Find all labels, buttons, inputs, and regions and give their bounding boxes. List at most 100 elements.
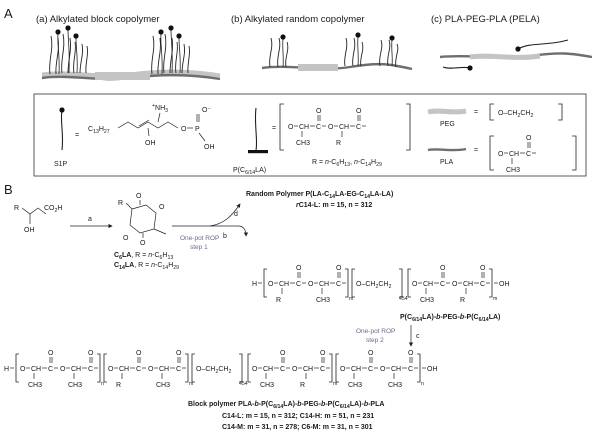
side-group: CH3 (260, 382, 274, 389)
atom-c: C (88, 366, 93, 373)
atom-o: O (380, 366, 386, 373)
atom-o: O (412, 281, 418, 288)
side-group: CH3 (506, 167, 520, 174)
atom-o-carbonyl: O (320, 350, 326, 357)
atom-ch: CH (159, 366, 169, 373)
bracket-close (489, 268, 493, 298)
atom-o: O (252, 366, 258, 373)
arrow-a-label: a (88, 216, 92, 223)
atom-ch: CH (303, 366, 313, 373)
side-group: CH3 (348, 382, 362, 389)
atom-ch: CH (71, 366, 81, 373)
atom-ch: CH (263, 366, 273, 373)
pla-equals: = (474, 147, 478, 154)
s1p-label: S1P (54, 161, 68, 168)
atom-o-carbonyl: O (440, 265, 446, 272)
atom-ch: CH (509, 151, 519, 158)
oh-end: OH (427, 366, 438, 373)
repeat-subscript: m (493, 296, 497, 302)
bracket-open (247, 353, 251, 383)
atom-c: C (440, 281, 445, 288)
block-polymer-line2: C14-M: m = 31, n = 278; C6-M: m = 31, n … (222, 424, 373, 431)
panel-a-caption-b: (b) Alkylated random copolymer (231, 14, 365, 25)
random-copolymer-cartoon (261, 32, 413, 71)
start-oh: OH (24, 227, 35, 234)
side-group: R (300, 382, 305, 389)
pla-label: PLA (440, 159, 454, 166)
bond (441, 272, 445, 278)
alkyl-tails-left (49, 33, 88, 75)
atom-o: O (60, 366, 66, 373)
block-polymer-title: Block polymer PLA-b-P(C6/14LA)-b-PEG-b-P… (188, 401, 384, 410)
arrow-c-label: c (416, 333, 420, 340)
atom-c: C (408, 366, 413, 373)
peg-equals: = (474, 109, 478, 116)
atom-o: O (148, 366, 154, 373)
arrow-b-label: b (223, 233, 227, 240)
atom-c: C (176, 366, 181, 373)
svg-text:O: O (123, 235, 129, 242)
s1p-oh: OH (145, 140, 156, 147)
repeat-subscript: n (101, 381, 104, 387)
triblock-title: P(C6/14LA)-b-PEG-b-P(C6/14LA) (400, 314, 500, 323)
bond (321, 357, 325, 363)
side-group: CH3 (156, 382, 170, 389)
atom-c: C (336, 281, 341, 288)
random-polymer-sub: rC14-L: m = 15, n = 312 (296, 202, 372, 209)
atom-o-carbonyl: O (296, 265, 302, 272)
bond (337, 272, 341, 278)
random-polymer-title: Random Polymer P(LA-C14LA-EG-C14LA-LA) (246, 191, 393, 200)
atom-c: C (480, 281, 485, 288)
svg-text:O: O (159, 204, 165, 211)
lactide-monomer: R O O O O C6LA, R = n-C6H13 C14LA, R = n… (114, 193, 179, 271)
atom-o-carbonyl: O (368, 350, 374, 357)
bracket-close (239, 353, 243, 383)
peg-repeat-unit: O–CH2CH2 (196, 366, 231, 375)
bracket-close (97, 353, 101, 383)
pc-equals: = (272, 125, 276, 132)
atom-o-carbonyl: O (136, 350, 142, 357)
s1p-nh3: +NH3 (152, 103, 168, 114)
atom-c: C (368, 366, 373, 373)
s1p-p: P (195, 126, 200, 133)
atom-c: C (526, 151, 531, 158)
atom-o-carbonyl: O (280, 350, 286, 357)
atom-o: O (328, 124, 334, 131)
side-group: CH3 (296, 140, 310, 147)
bond (357, 115, 361, 121)
s1p-legend: S1P = C13H27 +NH3 OH O P O⁻ OH (54, 103, 215, 168)
block-copolymer-cartoon (41, 25, 221, 81)
start-acid: CO2H (44, 205, 62, 214)
bond (527, 142, 531, 148)
atom-o: O (288, 124, 294, 131)
arrow-d (209, 203, 241, 227)
atom-o: O (268, 281, 274, 288)
peg-unit: O–CH2CH2 (498, 110, 533, 119)
atom-o-carbonyl: O (176, 350, 182, 357)
atom-c: C (48, 366, 53, 373)
side-group: R (460, 297, 465, 304)
svg-text:O: O (136, 193, 142, 200)
atom-o: O (20, 366, 26, 373)
atom-ch: CH (119, 366, 129, 373)
arrow-d-label: d (234, 211, 238, 218)
monomer-c6: C6LA, R = n-C6H13 (114, 252, 173, 261)
svg-text:O: O (140, 240, 146, 247)
s1p-heads-a (55, 25, 182, 39)
bracket-close (329, 353, 333, 383)
alkyl-tails-right (151, 33, 190, 75)
starting-acid: R CO2H OH (14, 205, 62, 234)
bracket-open (335, 353, 339, 383)
atom-o: O (108, 366, 114, 373)
bond (409, 357, 413, 363)
monomer-c14: C14LA, R = n-C14H29 (114, 262, 179, 271)
pela-cartoon (439, 39, 593, 71)
side-group: CH3 (388, 382, 402, 389)
atom-o: O (340, 366, 346, 373)
